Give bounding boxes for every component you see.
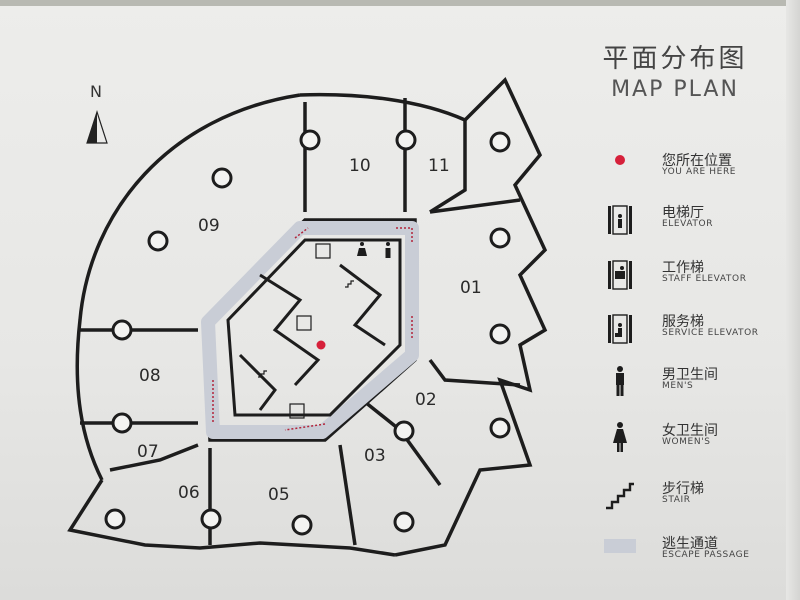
north-arrow-icon: N [86,82,108,144]
legend-mens: 男卫生间 MEN'S [600,364,790,404]
room-01: 01 [460,278,482,298]
outer-edge-right [299,76,548,557]
outer-edge-bottom [67,479,396,557]
map-header: 平面分布图 MAP PLAN [600,38,750,102]
room-08: 08 [139,366,161,386]
legend-label-cn: 工作梯 [662,260,704,276]
inner-corridor-wall-b [339,263,386,347]
legend-you-are-here: 您所在位置 YOU ARE HERE [600,150,790,190]
columns [104,129,511,536]
legend-label-en: STAIR [662,495,691,505]
stair-map-icon-2 [258,370,267,378]
staff-elevator-icon [608,260,632,290]
elevator-hall-icon [315,243,331,259]
north-label: N [90,82,102,101]
top-strip [0,0,800,6]
escape-passage-icon [604,539,636,553]
stair-map-icon [345,280,354,288]
room-10: 10 [349,156,371,176]
legend-label-cn: 男卫生间 [662,367,718,383]
legend-elevator: 电梯厅 ELEVATOR [600,202,790,242]
legend-label-en: ELEVATOR [662,219,714,229]
right-edge [786,0,800,600]
room-11: 11 [428,156,450,176]
room-05: 05 [268,485,290,505]
legend-label-cn: 女卫生间 [662,423,718,439]
legend-label-cn: 服务梯 [662,314,704,330]
you-are-here-marker [316,340,326,350]
wall-05-03 [338,444,357,546]
room-07: 07 [137,442,159,462]
room-09: 09 [198,216,220,236]
room-02: 02 [415,390,437,410]
wall-03-02 [358,396,442,487]
map-title-cn: 平面分布图 [602,44,748,74]
stair-icon [606,482,634,510]
legend-label-cn: 电梯厅 [662,205,704,221]
staff-elevator-map-icon [289,403,305,419]
inner-core [226,238,402,417]
legend-staff-elevator: 工作梯 STAFF ELEVATOR [600,257,790,297]
wall-11-01 [429,120,467,214]
inner-corridor-wall-a [259,273,321,387]
service-elevator-map-icon [296,315,312,331]
legend-label-en: STAFF ELEVATOR [662,274,747,284]
womens-restroom-icon [613,422,627,452]
mens-restroom-icon [616,366,624,396]
legend-label-cn: 逃生通道 [662,536,718,552]
legend-label-en: YOU ARE HERE [662,167,737,177]
womens-map-icon [357,242,367,256]
you-are-here-icon [615,155,625,165]
wall-07-06 [109,443,199,472]
legend-escape-passage: 逃生通道 ESCAPE PASSAGE [600,533,790,573]
legend-label-cn: 您所在位置 [662,153,732,169]
inner-corridor-wall-c [238,353,277,411]
legend-label-en: SERVICE ELEVATOR [662,328,759,338]
elevator-icon [608,205,632,235]
legend-service-elevator: 服务梯 SERVICE ELEVATOR [600,311,790,351]
mens-map-icon [385,242,391,258]
wall-02-01 [428,358,521,387]
legend-label-cn: 步行梯 [662,481,704,497]
legend-womens: 女卫生间 WOMEN'S [600,420,790,460]
room-06: 06 [178,483,200,503]
room-03: 03 [364,446,386,466]
legend-label-en: MEN'S [662,381,694,391]
legend-stair: 步行梯 STAIR [600,478,790,518]
map-title-en: MAP PLAN [611,77,739,102]
wall-01-top [429,198,521,214]
legend-label-en: WOMEN'S [662,437,711,447]
service-elevator-icon [608,314,632,344]
outer-arc [75,93,301,481]
escape-arrows [212,227,413,431]
legend-label-en: ESCAPE PASSAGE [662,550,750,560]
